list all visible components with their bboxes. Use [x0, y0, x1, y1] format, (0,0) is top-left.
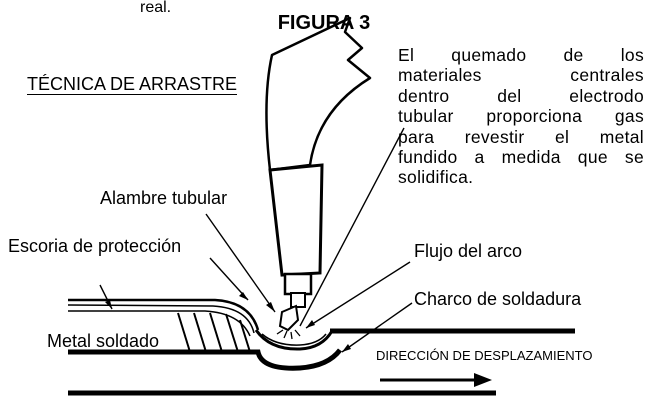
- label-weld-metal: Metal soldado: [47, 331, 160, 351]
- arc-sparks: [276, 329, 301, 340]
- weld-pool-inner: [261, 333, 327, 346]
- contact-tip: [283, 272, 313, 296]
- label-weld-pool: Charco de soldadura: [414, 289, 582, 309]
- torch-body: [268, 163, 324, 277]
- nozzle-tip: [290, 292, 306, 308]
- tubular-wire-tip: [278, 304, 300, 332]
- weld-bead-mid: [67, 304, 255, 334]
- technique-label: TÉCNICA DE ARRASTRE: [27, 74, 238, 95]
- desc-line: tubular proporciona gas: [398, 106, 644, 127]
- truncated-text: real.: [140, 0, 172, 16]
- plate-bottom-left: [68, 348, 342, 371]
- weld-bead-top: [68, 298, 260, 331]
- figure-title: FIGURA 3: [277, 12, 371, 34]
- direction-arrow-head: [474, 373, 492, 387]
- description-text: El quemado de los materiales centrales d…: [398, 45, 644, 188]
- desc-line: El quemado de los: [398, 45, 644, 65]
- desc-line: para revestir el metal: [398, 126, 644, 147]
- arrow-heads: [105, 292, 351, 352]
- label-tubular-wire: Alambre tubular: [100, 188, 228, 208]
- label-direction: DIRECCIÓN DE DESPLAZAMIENTO: [376, 348, 593, 363]
- label-slag: Escoria de protección: [8, 236, 182, 256]
- label-arc-flow: Flujo del arco: [414, 241, 523, 261]
- desc-line: fundido a medida que se: [398, 147, 644, 168]
- desc-line: dentro del electrodo: [398, 85, 644, 106]
- weld-pool: [254, 329, 334, 351]
- desc-line: solidifica.: [398, 167, 474, 188]
- slag-layer: [68, 310, 251, 337]
- torch-hose: [265, 16, 372, 172]
- weld-hatching: [177, 312, 251, 353]
- desc-line: materiales centrales: [398, 65, 644, 86]
